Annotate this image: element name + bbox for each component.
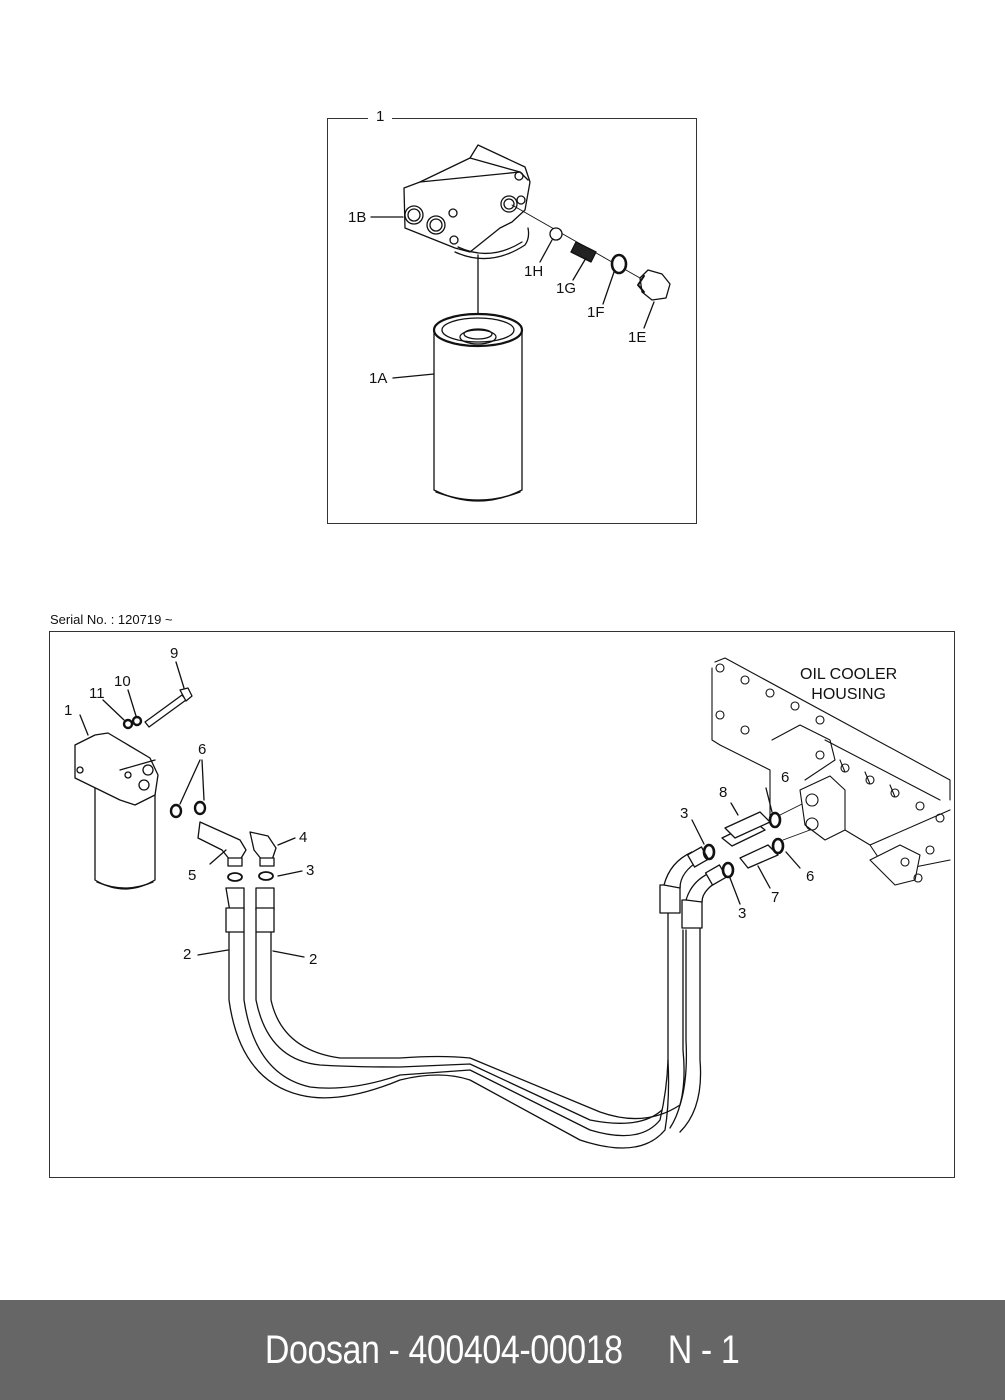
callout-1b: 1B	[348, 209, 367, 226]
assembly-number-label: 1	[368, 108, 393, 125]
washer-11	[122, 718, 134, 730]
assembly-frame-top	[327, 118, 697, 524]
callout-1g: 1G	[556, 280, 577, 297]
callout-11: 11	[89, 685, 105, 702]
part-number-caption: Doosan - 400404-00018 N - 1	[265, 1327, 740, 1372]
footer-bar: Doosan - 400404-00018 N - 1	[0, 1300, 1005, 1400]
filter-element-1a	[432, 312, 524, 502]
callout-3-right-top: 3	[680, 805, 689, 822]
adapter-7	[739, 844, 779, 869]
oring-1h	[549, 227, 563, 241]
washer-10	[131, 715, 143, 727]
callout-6-left: 6	[198, 741, 207, 758]
hose-end-right	[659, 846, 728, 929]
housing-label-line1: OIL COOLER	[800, 666, 898, 683]
callout-5: 5	[188, 867, 197, 884]
parts-illustration	[74, 144, 951, 1149]
callout-1f: 1F	[587, 304, 605, 321]
elbow-fitting-4	[249, 831, 277, 867]
oil-cooler-housing-label: OIL COOLER HOUSING	[800, 665, 897, 705]
adapter-8	[721, 811, 771, 847]
callout-1: 1	[64, 702, 73, 719]
callout-3-right-bottom: 3	[738, 905, 747, 922]
plug-1e	[637, 269, 671, 301]
hoses-2	[228, 909, 702, 1149]
callout-3-left: 3	[306, 862, 315, 879]
callout-6-right-bottom: 6	[806, 868, 815, 885]
callout-1h: 1H	[524, 263, 544, 280]
callout-2-right: 2	[309, 951, 318, 968]
callout-1e: 1E	[628, 329, 647, 346]
serial-number-label: Serial No. : 120719 ~	[50, 612, 173, 627]
hose-end-left	[225, 887, 275, 933]
bolt-9	[144, 687, 193, 728]
spring-1g	[570, 241, 597, 263]
callout-1a: 1A	[369, 370, 388, 387]
callout-6-right-top: 6	[781, 769, 790, 786]
filter-assembly-1	[74, 732, 159, 890]
oil-cooler-housing	[711, 657, 951, 886]
callout-9: 9	[170, 645, 179, 662]
callout-8: 8	[719, 784, 728, 801]
elbow-fitting-5	[197, 821, 247, 867]
assembly-frame-bottom	[49, 631, 955, 1178]
filter-head-1b	[403, 144, 531, 339]
callout-7: 7	[771, 889, 780, 906]
oring-1f	[610, 253, 628, 275]
callout-2-left: 2	[183, 946, 192, 963]
callout-4: 4	[299, 829, 308, 846]
callout-10: 10	[114, 673, 131, 690]
housing-label-line2: HOUSING	[811, 686, 886, 703]
